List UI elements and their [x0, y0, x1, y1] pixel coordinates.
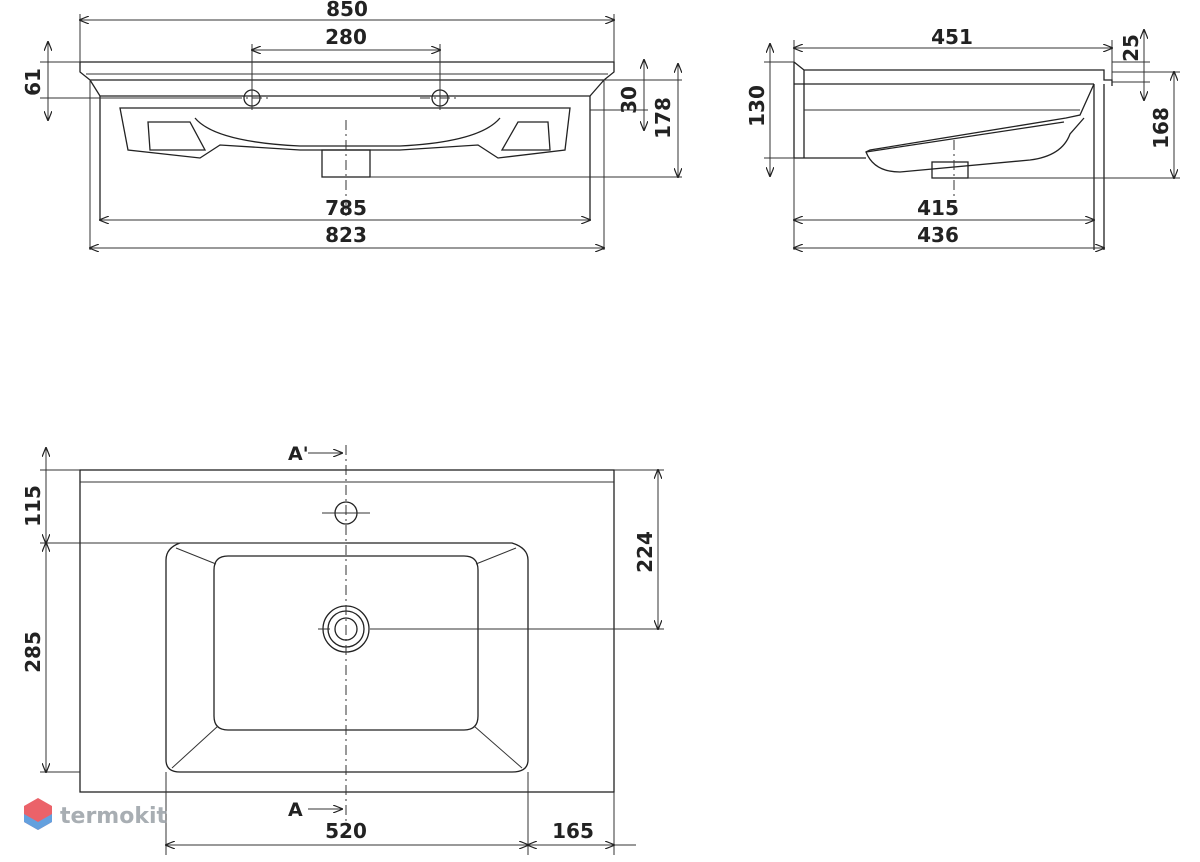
dim-depth: 285 — [21, 631, 45, 673]
dim-height-right: 168 — [1149, 107, 1173, 149]
front-countertop — [79, 61, 615, 81]
plan-outline — [79, 469, 615, 793]
dim-total-height: 178 — [651, 97, 675, 139]
watermark-text: termokit — [60, 804, 167, 829]
dim-bowl-depth: 30 — [617, 86, 641, 114]
dim-bottom-depth: 415 — [917, 196, 959, 220]
side-countertop — [793, 61, 1113, 86]
front-right-recess — [500, 121, 551, 151]
front-body — [89, 79, 605, 97]
dim-base-depth: 436 — [917, 223, 959, 247]
dim-bowl-width: 520 — [325, 819, 367, 843]
dim-inner-width: 785 — [325, 196, 367, 220]
side-bowl — [865, 83, 1095, 173]
front-left-recess — [147, 121, 207, 151]
dim-drain-offset: 224 — [633, 531, 657, 573]
dim-tap-spacing: 280 — [325, 25, 367, 49]
front-view: 850 280 61 30 178 785 823 — [21, 0, 682, 250]
plan-bowl-inner — [213, 555, 479, 731]
side-view: 451 25 130 168 415 436 — [745, 25, 1180, 250]
plan-view: A' A 115 285 224 520 165 — [21, 443, 664, 855]
dim-overall-width: 850 — [326, 0, 368, 21]
dim-tap-offset: 115 — [21, 485, 45, 527]
dim-height-left: 130 — [745, 85, 769, 127]
section-label-top: A' — [288, 443, 309, 465]
dim-top-depth: 451 — [931, 25, 973, 49]
dim-side-width: 165 — [552, 819, 594, 843]
dim-body-width: 823 — [325, 223, 367, 247]
watermark: termokit — [24, 798, 167, 830]
dim-lip: 25 — [1119, 34, 1143, 62]
plan-bowl-outer — [165, 542, 529, 773]
side-drain — [931, 161, 969, 179]
dim-top-thickness: 61 — [21, 68, 45, 96]
front-bowl — [119, 107, 571, 159]
section-label-bottom: A — [288, 799, 303, 821]
